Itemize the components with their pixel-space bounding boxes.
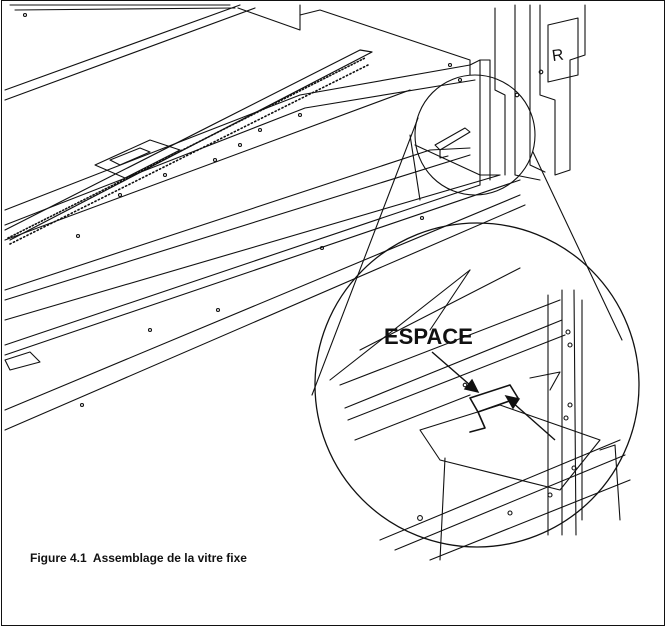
panel-letter: R [551, 47, 565, 65]
figure-caption: Figure 4.1 Assemblage de la vitre fixe [30, 551, 247, 565]
espace-callout-label: ESPACE [384, 324, 473, 349]
